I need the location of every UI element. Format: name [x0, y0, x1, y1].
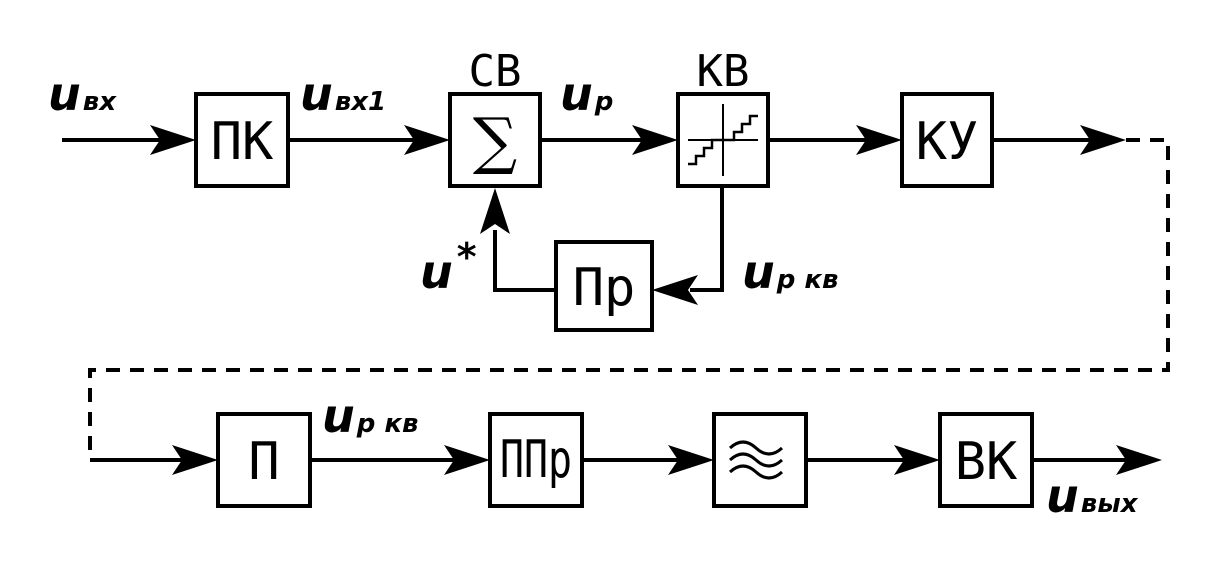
block-pr-label: Пр	[573, 258, 636, 318]
block-pk-label: ПК	[211, 112, 274, 172]
quantizer-title: КВ	[697, 46, 750, 97]
label-u-out: uвых	[1046, 469, 1139, 523]
block-vk: ВК	[938, 412, 1034, 508]
wire-feedback-down	[690, 186, 724, 292]
lowpass-filter-icon	[728, 440, 784, 480]
arrow-output	[1116, 445, 1162, 475]
arrow-into-pk	[150, 125, 196, 155]
block-p-label: П	[248, 432, 279, 492]
label-u-r: uр	[560, 67, 613, 121]
arrow-into-p	[172, 445, 218, 475]
arrow-into-quantizer	[632, 125, 678, 155]
block-ku-label: КУ	[916, 112, 979, 172]
sum-title: СВ	[469, 46, 522, 97]
block-ku: КУ	[900, 92, 994, 188]
wire-feedback-up	[493, 230, 556, 292]
label-u-in: uвх	[48, 67, 117, 121]
quantizer-characteristic-icon	[688, 104, 758, 176]
block-vk-label: ВК	[955, 432, 1018, 492]
sum-symbol: ∑	[473, 104, 517, 177]
block-filter	[712, 412, 808, 508]
block-ppr-label: ППр	[500, 430, 572, 490]
label-u-r-kv-feedback: uр кв	[742, 245, 839, 299]
arrow-into-pr	[652, 275, 698, 305]
block-sum: ∑	[448, 92, 542, 188]
arrow-into-filter	[668, 445, 714, 475]
label-u-star: u*	[420, 235, 477, 299]
arrow-into-sum-bottom	[480, 188, 510, 234]
arrow-ku-output	[1080, 125, 1126, 155]
block-ppr: ППр	[488, 412, 584, 508]
arrow-into-ppr	[444, 445, 490, 475]
arrow-into-sum	[404, 125, 450, 155]
label-u-r-kv-out: uр кв	[322, 389, 419, 443]
block-pk: ПК	[194, 92, 290, 188]
block-p: П	[216, 412, 312, 508]
block-pr: Пр	[554, 240, 654, 332]
dashed-link	[88, 138, 1170, 460]
arrow-into-ku	[856, 125, 902, 155]
label-u-in1: uвх1	[300, 67, 386, 121]
block-quantizer	[676, 92, 770, 188]
arrow-into-vk	[894, 445, 940, 475]
